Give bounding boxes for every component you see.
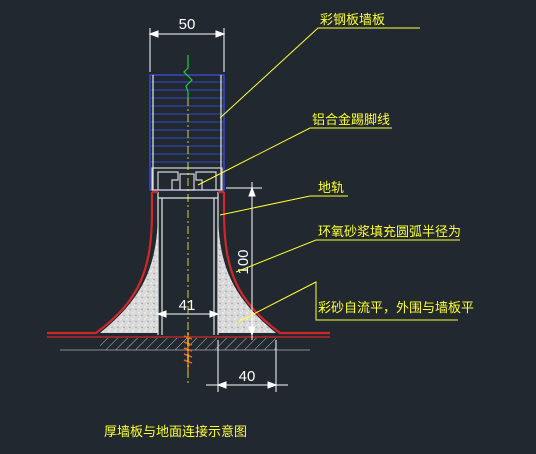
dim-rail-width <box>156 310 220 318</box>
epoxy-fillet-left <box>100 210 158 333</box>
label-self-leveling: 彩砂自流平，外围与墙板平 <box>318 301 474 316</box>
epoxy-fillet-right <box>218 210 276 333</box>
aluminum-skirting-clip <box>151 167 223 191</box>
leader-lines <box>197 27 460 323</box>
panel-core-lines <box>150 81 224 163</box>
break-mark <box>183 55 193 98</box>
dim-panel-width-text: 50 <box>179 16 196 33</box>
label-epoxy-fillet: 环氧砂浆填充圆弧半径为 <box>318 224 461 240</box>
drawing-title: 厚墙板与地面连接示意图 <box>104 424 247 440</box>
dim-rail-width-text: 41 <box>179 297 196 314</box>
dim-panel-width <box>148 28 226 72</box>
red-skirting-profile <box>47 190 330 338</box>
dim-fillet-width <box>206 340 288 392</box>
dim-fillet-width-text: 40 <box>239 368 256 385</box>
dim-skirting-height-text: 100 <box>235 249 252 274</box>
panel-edge-lines <box>152 75 222 190</box>
label-floor-rail: 地轨 <box>318 181 344 196</box>
steel-wall-panel <box>149 55 225 191</box>
label-aluminum-skirting: 铝合金踢脚线 <box>312 112 390 128</box>
label-steel-panel: 彩钢板墙板 <box>320 13 385 28</box>
